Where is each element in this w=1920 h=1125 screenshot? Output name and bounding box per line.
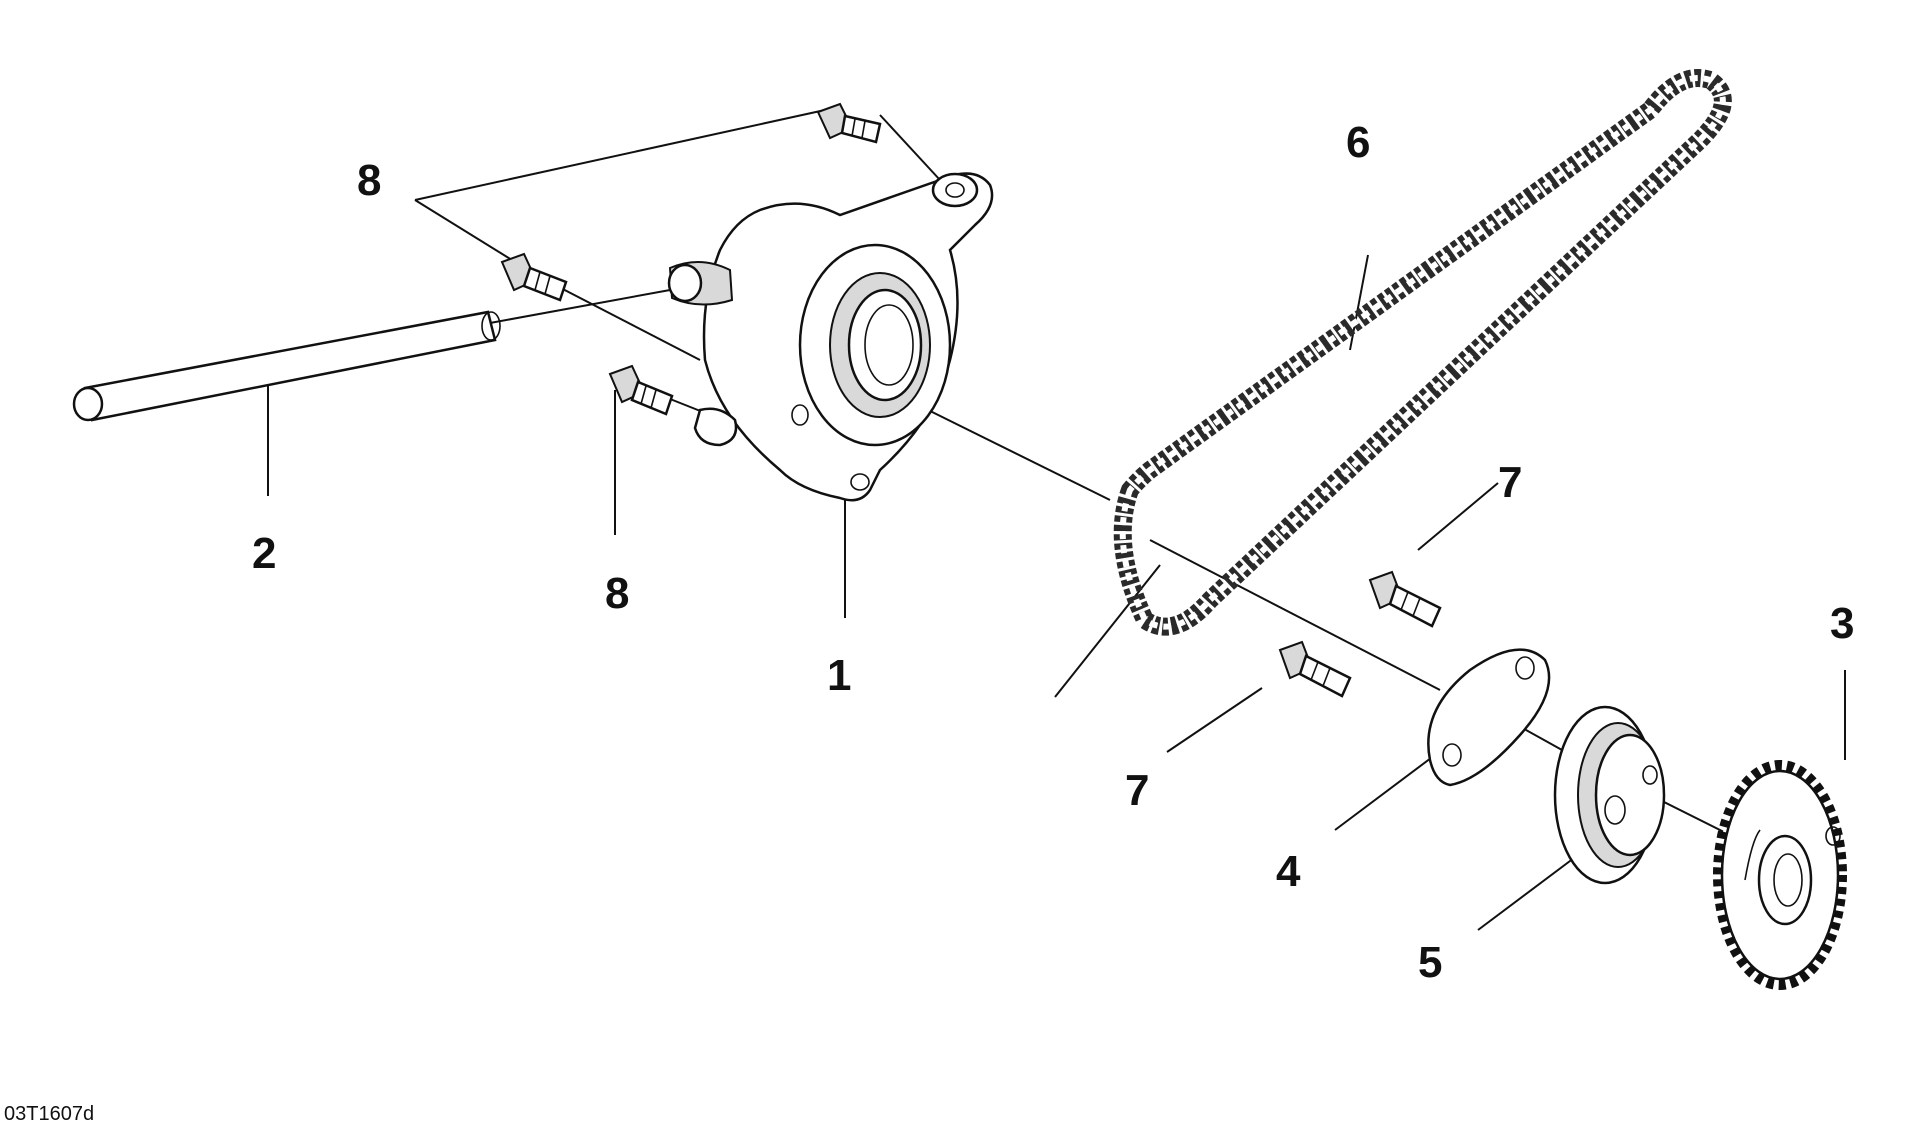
bolt-part-8-top bbox=[816, 102, 882, 144]
callout-label-6: 6 bbox=[1346, 118, 1370, 167]
bolt-part-7-lower bbox=[1278, 640, 1352, 698]
sprocket-part-3 bbox=[1713, 760, 1847, 990]
gasket-part-4 bbox=[1427, 648, 1551, 787]
hub-part-5 bbox=[1553, 705, 1666, 885]
bolt-part-8-lower bbox=[608, 364, 674, 416]
callout-label-1: 1 bbox=[827, 651, 851, 700]
callout-label-4: 4 bbox=[1276, 847, 1301, 896]
shaft-part-2 bbox=[72, 310, 501, 422]
bolt-part-7-upper bbox=[1368, 570, 1442, 628]
callout-label-7-lower: 7 bbox=[1125, 766, 1149, 815]
figure-code: 03T1607d bbox=[4, 1103, 94, 1125]
bolt-part-8-middle bbox=[500, 252, 568, 302]
callout-label-5: 5 bbox=[1418, 938, 1442, 987]
leader-lines bbox=[267, 109, 1846, 931]
callout-label-7-upper: 7 bbox=[1498, 458, 1522, 507]
callout-label-2: 2 bbox=[252, 529, 276, 578]
callout-label-8-lower: 8 bbox=[605, 569, 629, 618]
chain-part-6 bbox=[1113, 69, 1732, 636]
callout-labels: 8 2 8 1 6 7 7 4 5 3 bbox=[252, 118, 1854, 987]
callout-label-8-top: 8 bbox=[357, 156, 381, 205]
callout-label-3: 3 bbox=[1830, 599, 1854, 648]
housing-part-1 bbox=[667, 172, 994, 502]
